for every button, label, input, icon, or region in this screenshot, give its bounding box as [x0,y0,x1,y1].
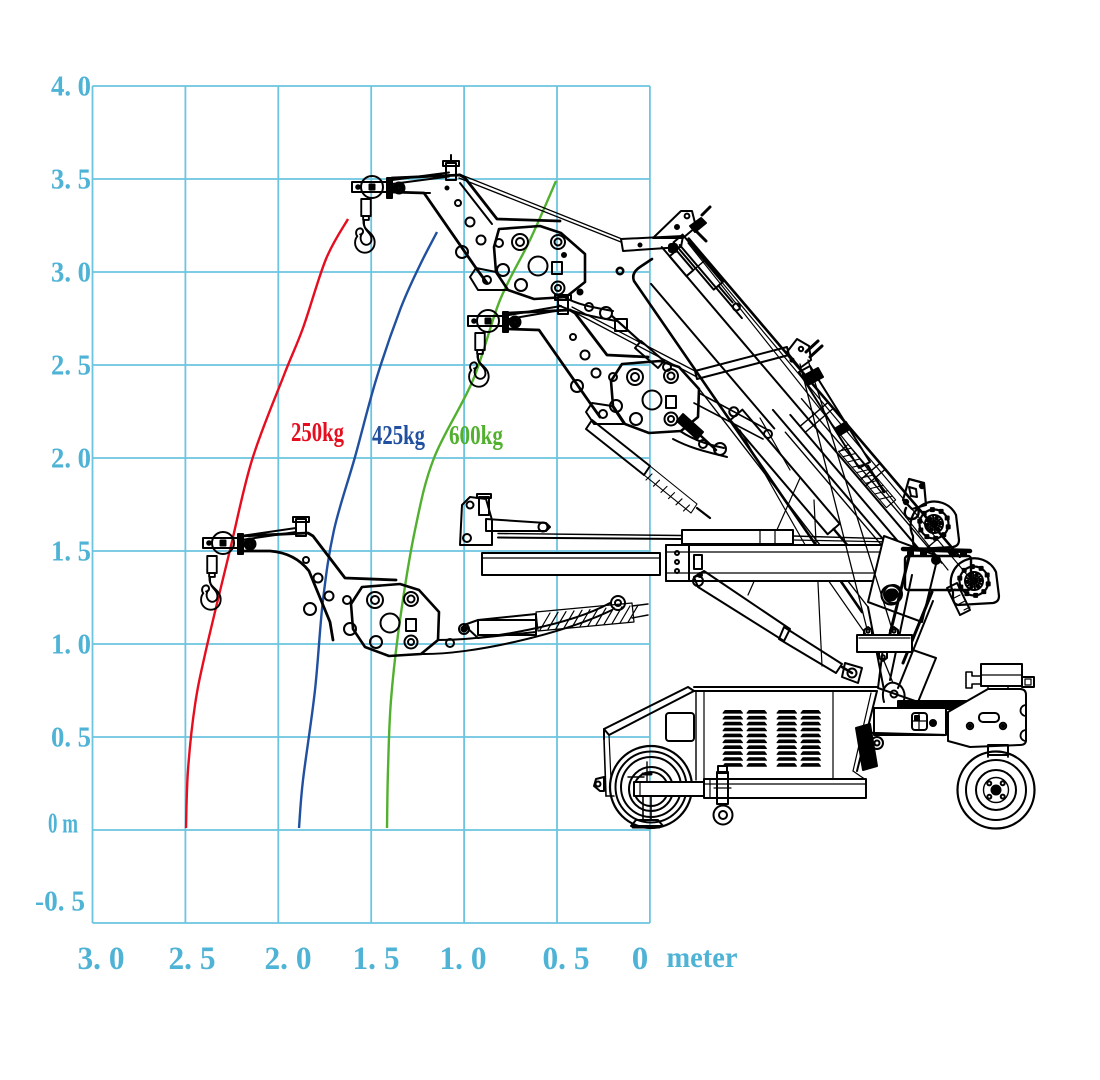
svg-text:2. 5: 2. 5 [51,351,91,382]
svg-text:0: 0 [632,941,649,977]
svg-text:2. 5: 2. 5 [169,941,216,977]
svg-text:1. 0: 1. 0 [440,941,487,977]
svg-text:0. 5: 0. 5 [51,723,91,754]
svg-text:4. 0: 4. 0 [51,72,91,103]
svg-text:3. 5: 3. 5 [51,165,91,196]
svg-text:2. 0: 2. 0 [265,941,312,977]
svg-text:1. 0: 1. 0 [51,630,91,661]
svg-text:2. 0: 2. 0 [51,444,91,475]
svg-text:0 m: 0 m [48,809,78,840]
svg-text:-0. 5: -0. 5 [35,887,85,918]
svg-text:meter: meter [667,941,738,974]
svg-text:250kg: 250kg [291,417,344,447]
svg-text:0. 5: 0. 5 [543,941,590,977]
svg-text:1. 5: 1. 5 [51,537,91,568]
svg-text:3. 0: 3. 0 [78,941,125,977]
svg-text:600kg: 600kg [449,420,503,450]
svg-text:1. 5: 1. 5 [353,941,400,977]
svg-text:425kg: 425kg [372,420,425,450]
svg-text:3. 0: 3. 0 [51,258,91,289]
